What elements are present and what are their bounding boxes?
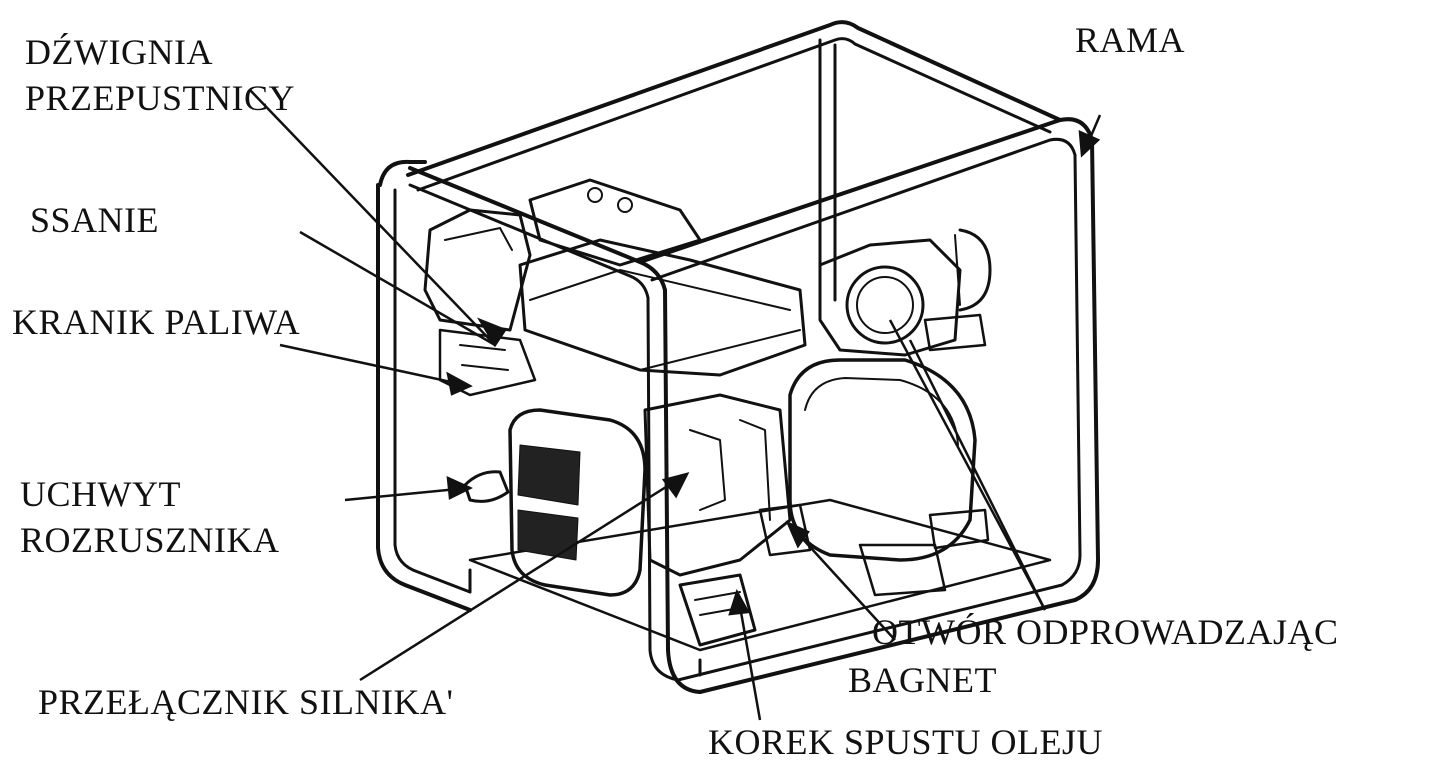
- label-oil-drain-plug: KOREK SPUSTU OLEJU: [708, 722, 1104, 762]
- label-dipstick: BAGNET: [848, 660, 997, 700]
- label-frame: RAMA: [1075, 20, 1186, 60]
- pump-body: [758, 228, 992, 597]
- engine: [423, 178, 807, 647]
- label-throttle-lever-line1: DŹWIGNIA: [25, 32, 213, 72]
- label-starter-handle-line2: ROZRUSZNIKA: [20, 520, 280, 560]
- leader-lines: [249, 89, 1102, 721]
- frame-cage: [376, 20, 1100, 694]
- label-discharge-port: OTWÓR ODPROWADZAJĄC: [872, 612, 1339, 652]
- label-throttle-lever-line2: PRZEPUSTNICY: [25, 78, 296, 118]
- label-choke: SSANIE: [30, 200, 160, 240]
- label-fuel-valve: KRANIK PALIWA: [12, 302, 301, 342]
- label-engine-switch: PRZEŁĄCZNIK SILNIKA': [38, 682, 454, 722]
- label-starter-handle-line1: UCHWYT: [20, 474, 181, 514]
